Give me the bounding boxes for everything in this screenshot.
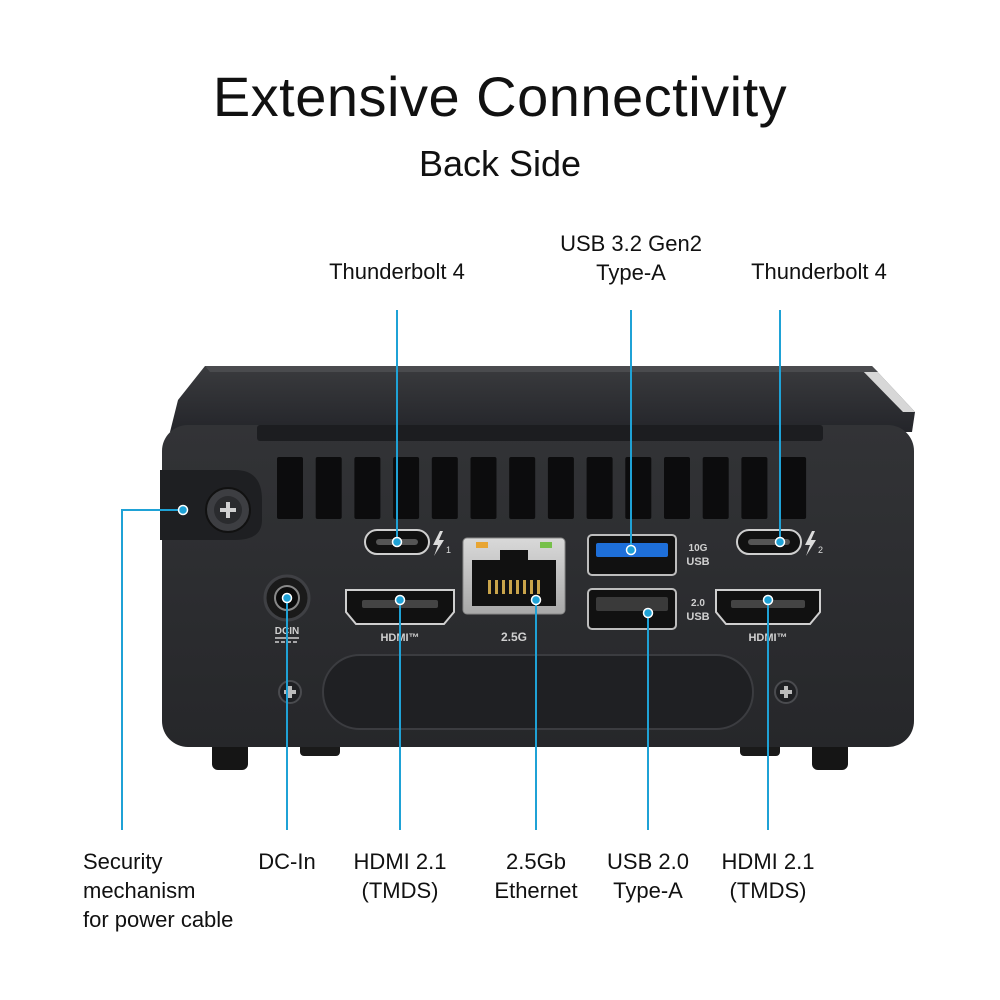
callout-line: USB 3.2 Gen2 xyxy=(560,231,702,256)
callout-line: Type-A xyxy=(596,260,666,285)
screw-icon xyxy=(214,496,242,524)
callout-hdmi-right: HDMI 2.1 (TMDS) xyxy=(722,847,815,905)
callout-security: Security mechanism for power cable xyxy=(83,847,233,934)
rj45-pin xyxy=(516,580,519,594)
vent-slot xyxy=(741,457,768,519)
vent-slot xyxy=(315,457,342,519)
callout-ethernet: 2.5Gb Ethernet xyxy=(494,847,577,905)
callout-lines xyxy=(121,310,781,830)
lan-marking: 2.5G xyxy=(501,630,527,644)
tb-left-index: 1 xyxy=(446,545,451,555)
callout-usb20: USB 2.0 Type-A xyxy=(607,847,689,905)
thunderbolt-icon xyxy=(805,531,816,556)
usb-bottom-marking-2: USB xyxy=(686,611,709,623)
expansion-cover xyxy=(322,654,754,730)
usb-a-port-2-0: 2.0 USB xyxy=(587,588,710,630)
vent-grille xyxy=(277,457,807,519)
thunderbolt-icon xyxy=(433,531,444,556)
callout-line: Security xyxy=(83,849,163,874)
rj45-pin xyxy=(495,580,498,594)
vent-slot xyxy=(393,457,420,519)
screw-icon xyxy=(774,680,798,704)
device-lid xyxy=(170,366,915,432)
rj45-pin xyxy=(530,580,533,594)
security-lock-mechanism xyxy=(160,470,262,540)
vent-slot xyxy=(277,457,303,519)
callout-line: HDMI 2.1 xyxy=(353,849,447,874)
usb-top-marking-2: USB xyxy=(686,556,709,568)
vent-slot xyxy=(431,457,458,519)
screw-icon xyxy=(278,680,302,704)
rj45-pin xyxy=(488,580,491,594)
vent-slot xyxy=(625,457,652,519)
rj45-pin xyxy=(509,580,512,594)
callout-line: 2.5Gb xyxy=(506,849,566,874)
callout-thunderbolt-left: Thunderbolt 4 xyxy=(329,257,465,286)
usb-top-marking-1: 10G xyxy=(689,543,708,554)
callout-line: (TMDS) xyxy=(361,878,439,903)
vent-slot xyxy=(586,457,613,519)
usb-bottom-marking-1: 2.0 xyxy=(691,598,705,609)
callout-line: Thunderbolt 4 xyxy=(751,259,887,284)
vent-slot xyxy=(664,457,690,519)
rj45-port: 2.5G xyxy=(462,537,566,644)
callout-line: DC-In xyxy=(258,849,316,874)
callout-line: Thunderbolt 4 xyxy=(329,259,465,284)
rj45-pin xyxy=(537,580,540,594)
callout-usb32: USB 3.2 Gen2 Type-A xyxy=(560,229,702,287)
rj45-pin xyxy=(502,580,505,594)
tb-right-index: 2 xyxy=(818,545,823,555)
callout-line: Type-A xyxy=(613,878,683,903)
vent-slot xyxy=(702,457,729,519)
vent-slot xyxy=(509,457,536,519)
callout-dots xyxy=(177,504,786,619)
vent-slot xyxy=(354,457,381,519)
lid-seam xyxy=(257,425,823,441)
callout-line: USB 2.0 xyxy=(607,849,689,874)
vent-slot xyxy=(780,457,807,519)
callout-hdmi-left: HDMI 2.1 (TMDS) xyxy=(354,847,447,905)
page-title: Extensive Connectivity xyxy=(212,65,788,128)
vent-slot xyxy=(470,457,497,519)
page-subtitle: Back Side xyxy=(418,143,582,184)
callout-line: for power cable xyxy=(83,907,234,932)
callout-line: mechanism xyxy=(83,878,196,903)
callout-line: Ethernet xyxy=(494,878,578,903)
callout-line: HDMI 2.1 xyxy=(721,849,815,874)
rj45-pin xyxy=(523,580,526,594)
callout-line: (TMDS) xyxy=(729,878,807,903)
vent-slot xyxy=(547,457,574,519)
callout-thunderbolt-right: Thunderbolt 4 xyxy=(751,257,887,286)
callout-dcin: DC-In xyxy=(258,847,315,876)
